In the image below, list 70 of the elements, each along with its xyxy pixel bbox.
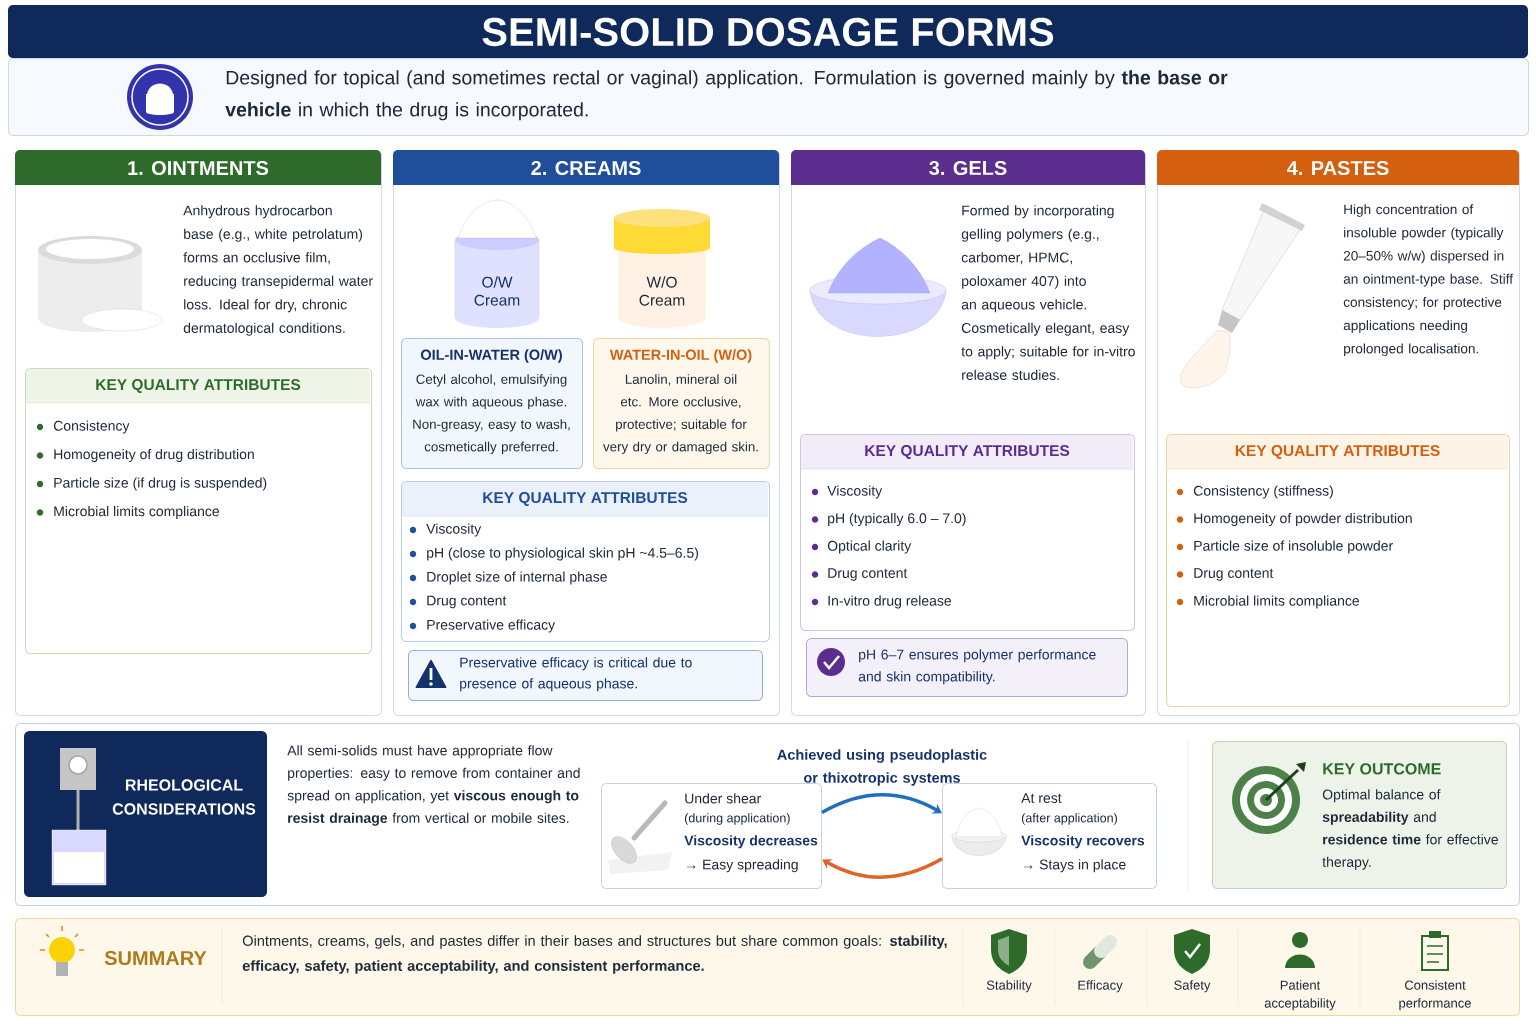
- state-label: Under shear: [685, 793, 761, 804]
- bullet-item: Viscosity: [811, 485, 883, 499]
- bullet-item: Consistency: [36, 420, 130, 434]
- jar-label: W/O Cream: [639, 276, 685, 306]
- panel-header: 3. GELS: [791, 150, 1145, 185]
- panel-header: 4. PASTES: [1157, 150, 1519, 185]
- description-text: Anhydrous hydrocarbon base (e.g., white petrolatum) forms an occlusive film, reducing transepidermal water loss. Ideal for dry, chronic dermatological conditions.: [183, 205, 373, 336]
- bullet-item: Optical clarity: [811, 540, 912, 554]
- state-note: (during application): [685, 813, 790, 825]
- icon-caption: Efficacy: [1078, 980, 1123, 993]
- bullet-item: Microbial limits compliance: [36, 505, 220, 519]
- intro-box: [8, 58, 1529, 136]
- attributes-header: KEY QUALITY ATTRIBUTES: [401, 482, 769, 517]
- bullet-item: Preservative efficacy: [409, 619, 556, 633]
- bullet-item: Drug content: [811, 568, 908, 581]
- intro-text: Designed for topical (and sometimes rectal or vaginal) application. Formulation is governed mainly by the base or vehicle in which the drug is incorporated.: [225, 70, 1228, 121]
- icon-caption: Patient acceptability: [1264, 980, 1336, 1011]
- bullet-item: Particle size (if drug is suspended): [36, 477, 267, 491]
- panel-header: 1. OINTMENTS: [15, 150, 381, 185]
- bullet-item: pH (typically 6.0 – 7.0): [811, 512, 966, 526]
- attributes-header: KEY QUALITY ATTRIBUTES: [25, 369, 371, 404]
- bullet-item: Drug content: [409, 595, 507, 609]
- heading-text: RHEOLOGICAL CONSIDERATIONS: [112, 779, 256, 815]
- callout-box: [806, 638, 1128, 697]
- description-text: Optimal balance of spreadability and residence time for effective therapy.: [1322, 789, 1498, 870]
- description-text: High concentration of insoluble powder (typically 20–50% w/w) dispersed in an ointment-type base. Stiff consistency; for protective applications needing prolonged localisation.: [1343, 204, 1514, 357]
- description-text: Formed by incorporating gelling polymers (e.g., carbomer, HPMC, poloxamer 407) into an aqueous vehicle. Cosmetically elegant, easy to apply; suitable for in-vitro release studies.: [961, 205, 1135, 380]
- state-result: Viscosity recovers: [1021, 835, 1145, 849]
- info-box: [593, 338, 770, 469]
- state-label: At rest: [1021, 793, 1062, 803]
- box-heading: WATER-IN-OIL (W/O): [609, 349, 752, 363]
- description-text: All semi-solids must have appropriate flow properties: easy to remove from container and spread on application, yet viscous enough to resist drainage from vertical or mobile sites.: [287, 745, 580, 826]
- state-effect: → Easy spreading: [687, 859, 798, 873]
- bullet-item: Microbial limits compliance: [1176, 595, 1360, 609]
- bullet-item: Viscosity: [409, 523, 482, 537]
- bullet-item: In-vitro drug release: [811, 595, 952, 609]
- state-result: Viscosity decreases: [684, 835, 818, 849]
- callout-box: [408, 650, 763, 701]
- icon-caption: Safety: [1174, 980, 1211, 993]
- description-text: Cetyl alcohol, emulsifying wax with aqueous phase. Non-greasy, easy to wash, cosmetically preferred.: [413, 374, 570, 455]
- bullet-item: pH (close to physiological skin pH ~4.5–6.5): [409, 547, 699, 561]
- state-effect: → Stays in place: [1024, 859, 1126, 873]
- attributes-header: KEY QUALITY ATTRIBUTES: [800, 435, 1134, 470]
- bullet-item: Homogeneity of powder distribution: [1176, 512, 1412, 526]
- bullet-item: Drug content: [1176, 568, 1274, 581]
- state-note: (after application): [1022, 813, 1117, 825]
- note-text: pH 6–7 ensures polymer performance and skin compatibility.: [858, 649, 1096, 685]
- bullet-item: Homogeneity of drug distribution: [36, 448, 254, 462]
- attributes-header: KEY QUALITY ATTRIBUTES: [1166, 435, 1509, 470]
- info-box: [401, 338, 583, 469]
- cycle-arrow: [822, 857, 943, 879]
- summary-band: [15, 918, 1520, 1016]
- outcome-box: [1212, 741, 1507, 889]
- bullet-item: Particle size of insoluble powder: [1176, 540, 1393, 554]
- icon-caption: Consistent performance: [1399, 980, 1471, 1011]
- bullet-item: Consistency (stiffness): [1176, 485, 1333, 499]
- summary-text: Ointments, creams, gels, and pastes differ in their bases and structures but share common goals: stability, efficacy, safety, patient acceptability, and consistent performance.: [242, 935, 947, 974]
- subheading: Achieved using pseudoplastic or thixotropic systems: [777, 749, 987, 786]
- description-text: Lanolin, mineral oil etc. More occlusive, protective; suitable for very dry or damaged skin.: [603, 374, 758, 455]
- panel-header: 2. CREAMS: [393, 150, 779, 185]
- icon-caption: Stability: [986, 980, 1032, 993]
- bullet-item: Droplet size of internal phase: [409, 571, 607, 585]
- note-text: Preservative efficacy is critical due to presence of aqueous phase.: [460, 657, 692, 692]
- cycle-arrow: [821, 793, 942, 815]
- jar-label: O/W Cream: [474, 276, 520, 306]
- summary-heading: SUMMARY: [104, 950, 207, 966]
- info-box: [601, 783, 822, 889]
- title-banner: SEMI-SOLID DOSAGE FORMS: [8, 5, 1528, 58]
- box-heading: OIL-IN-WATER (O/W): [420, 349, 562, 363]
- outcome-heading: KEY OUTCOME: [1323, 763, 1441, 775]
